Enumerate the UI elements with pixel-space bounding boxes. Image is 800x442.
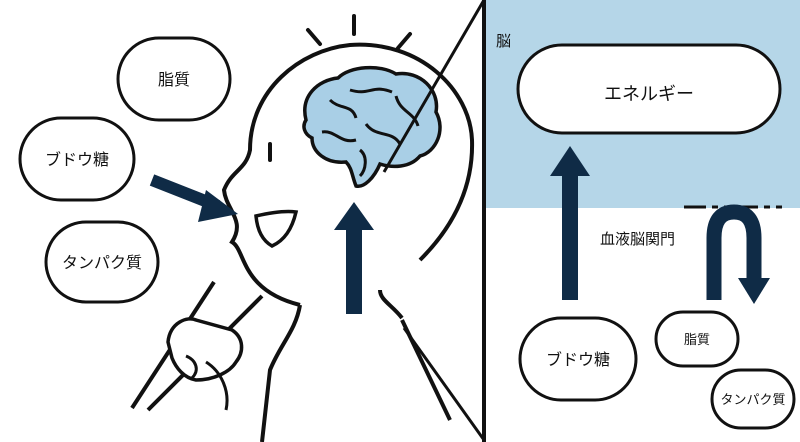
energy-label: エネルギー [604, 84, 694, 105]
body-outline-front [260, 304, 302, 442]
wrist [205, 360, 229, 411]
mouth [254, 209, 299, 248]
left-fat-box [116, 36, 232, 122]
zoom-line-bottom [402, 327, 486, 441]
right-glucose-box [518, 316, 638, 402]
left-glucose-label: ブドウ糖 [45, 150, 109, 169]
glucose-up-arrow-shaft [562, 172, 578, 300]
blocked-arrow-head [738, 278, 770, 304]
head-outline [221, 42, 475, 307]
brain-folds [321, 87, 420, 178]
glucose-up-arrow-head [550, 146, 590, 176]
right-glucose-label: ブドウ糖 [546, 350, 610, 369]
energy-box [516, 43, 782, 135]
right-protein-label: タンパク質 [720, 393, 785, 408]
ray-left [306, 28, 322, 46]
right-protein-box [710, 368, 796, 430]
left-protein-label: タンパク質 [62, 253, 142, 272]
blocked-u-turn-arrow [706, 204, 762, 300]
left-protein-box [44, 220, 160, 304]
right-fat-box [654, 310, 740, 368]
zoom-line-top [382, 0, 486, 173]
brain [302, 65, 442, 188]
left-glucose-box [18, 116, 136, 202]
brain-up-arrow-shaft [346, 226, 362, 314]
finger [185, 354, 198, 380]
brain-up-arrow-head [334, 202, 374, 230]
right-fat-label: 脂質 [684, 333, 710, 348]
neck-back [378, 289, 404, 320]
intake-arrow-head [198, 190, 238, 222]
blood-brain-barrier-label: 血液脳関門 [600, 230, 675, 248]
brain-region-label: 脳 [496, 32, 511, 50]
hand [166, 317, 244, 382]
ray-right [396, 32, 412, 50]
left-fat-label: 脂質 [158, 70, 190, 89]
